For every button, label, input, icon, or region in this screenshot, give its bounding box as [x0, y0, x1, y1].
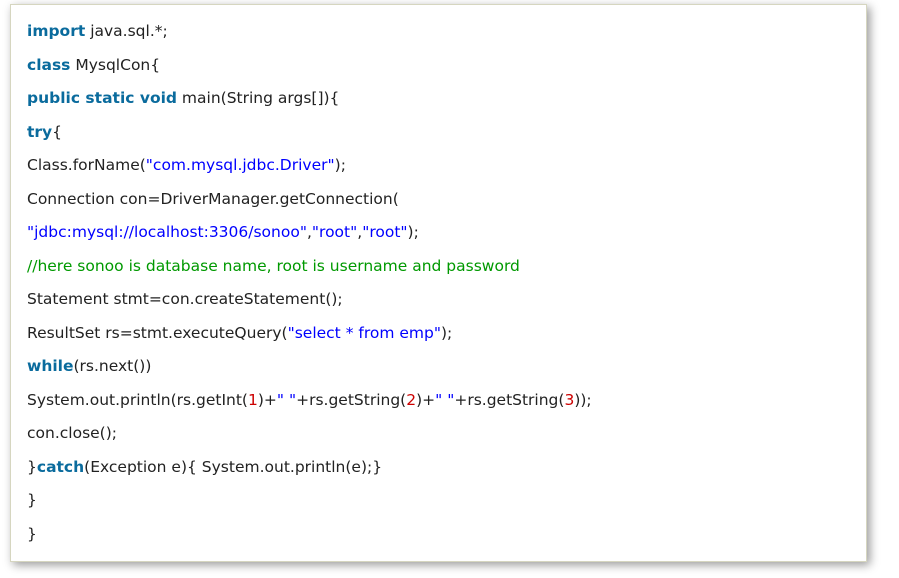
code-text: main(String args[]){ [177, 89, 340, 107]
code-text: +rs.getString( [296, 390, 407, 409]
code-string: "jdbc:mysql://localhost:3306/sonoo" [27, 223, 307, 241]
code-line: ResultSet rs=stmt.executeQuery("select *… [27, 317, 850, 351]
code-string: " " [276, 390, 297, 409]
code-line: "jdbc:mysql://localhost:3306/sonoo","roo… [27, 216, 850, 250]
code-string: "root" [311, 223, 358, 241]
code-number: 1 [247, 390, 258, 409]
code-text: ResultSet rs=stmt.executeQuery( [27, 323, 288, 342]
code-text: ); [334, 156, 346, 174]
code-text: ); [440, 323, 453, 342]
code-text: , [306, 223, 312, 241]
code-text: +rs.getString( [454, 390, 565, 409]
code-text: } [27, 524, 37, 543]
code-text: Class.forName( [27, 156, 146, 174]
code-keyword: public static void [27, 89, 177, 107]
code-text: } [27, 491, 37, 509]
code-text: System.out.println(rs.getInt( [27, 390, 248, 409]
code-line: Statement stmt=con.createStatement(); [27, 283, 850, 317]
code-keyword: catch [36, 457, 85, 476]
code-line: Connection con=DriverManager.getConnecti… [27, 183, 850, 217]
code-text: (rs.next()) [73, 357, 152, 375]
code-number: 2 [406, 390, 417, 409]
code-line: } [27, 518, 850, 552]
code-text: MysqlCon{ [70, 55, 161, 74]
code-text: java.sql.*; [85, 22, 168, 40]
code-line: try{ [27, 116, 850, 150]
code-string: "root" [362, 223, 408, 241]
code-text: ); [407, 223, 419, 241]
code-text: con.close(); [27, 424, 117, 442]
code-text: )); [574, 390, 592, 409]
code-line: while(rs.next()) [27, 350, 850, 384]
code-block: import java.sql.*;class MysqlCon{public … [10, 4, 867, 562]
code-text: } [27, 457, 37, 476]
code-keyword: class [27, 55, 71, 74]
code-text: Connection con=DriverManager.getConnecti… [27, 189, 399, 208]
code-string: " " [435, 390, 455, 409]
code-line: System.out.println(rs.getInt(1)+" "+rs.g… [27, 384, 850, 418]
code-text: (Exception e){ System.out.println(e);} [84, 457, 383, 476]
code-line: //here sonoo is database name, root is u… [27, 250, 850, 284]
code-line: Class.forName("com.mysql.jdbc.Driver"); [27, 149, 850, 183]
code-line: } [27, 484, 850, 518]
code-comment: //here sonoo is database name, root is u… [27, 256, 520, 275]
code-line: import java.sql.*; [27, 15, 850, 49]
code-text: { [52, 122, 63, 141]
code-line: con.close(); [27, 417, 850, 451]
code-number: 3 [564, 390, 575, 409]
code-line: public static void main(String args[]){ [27, 82, 850, 116]
code-keyword: try [27, 122, 53, 141]
code-text: , [357, 223, 363, 241]
code-line: }catch(Exception e){ System.out.println(… [27, 451, 850, 485]
code-keyword: import [27, 22, 86, 40]
code-string: "select * from emp" [287, 323, 441, 342]
code-string: "com.mysql.jdbc.Driver" [145, 156, 335, 174]
code-keyword: while [27, 357, 74, 375]
code-text: Statement stmt=con.createStatement(); [27, 290, 343, 308]
code-text: )+ [416, 390, 436, 409]
code-text: )+ [257, 390, 277, 409]
code-line: class MysqlCon{ [27, 49, 850, 83]
